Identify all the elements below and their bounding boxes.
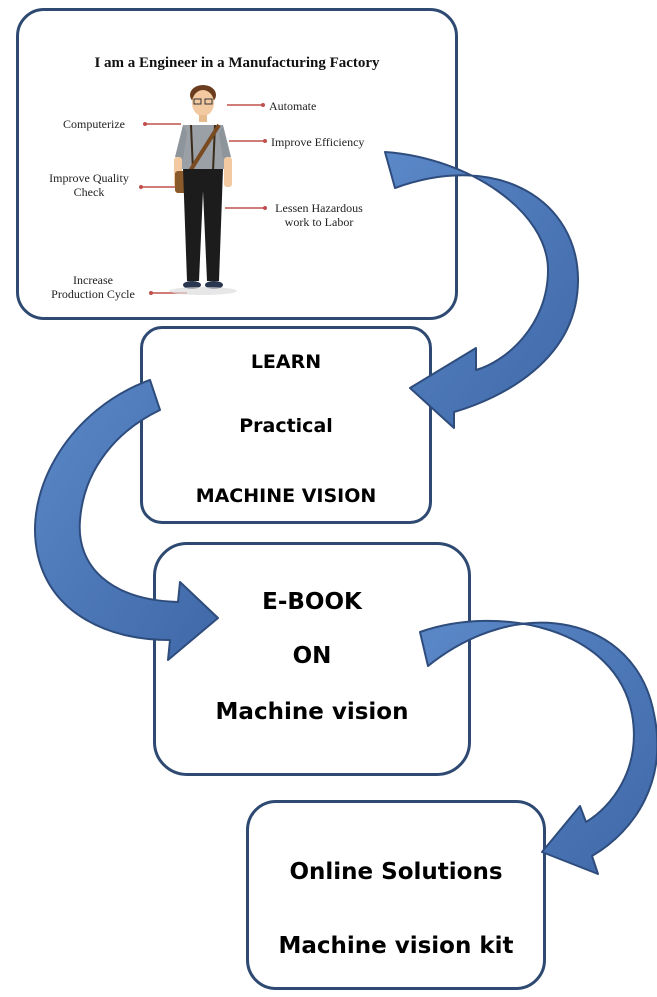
engineer-person [169,85,237,295]
label-improve-quality-line2: Check [73,185,105,199]
ebook-line1: E-BOOK [262,589,362,615]
learn-line1: LEARN [250,351,322,373]
label-increase-line1: Increase [73,273,113,287]
learn-step-box: LEARN Practical MACHINE VISION [140,326,432,524]
label-increase-production: Increase Production Cycle [35,273,151,301]
label-lessen-hazardous: Lessen Hazardous work to Labor [267,201,371,229]
label-computerize: Computerize [63,117,125,131]
label-improve-quality: Improve Quality Check [35,171,143,199]
label-connectors [139,103,267,295]
label-lessen-line2: work to Labor [284,215,354,229]
label-improve-quality-line1: Improve Quality [49,171,129,185]
ebook-line3: Machine vision [215,699,409,725]
online-line2: Machine vision kit [278,933,514,959]
label-lessen-line1: Lessen Hazardous [275,201,363,215]
engineer-figure [139,85,267,295]
learn-line3: MACHINE VISION [195,485,377,507]
arrow-learn-to-ebook [34,379,219,661]
learn-line2: Practical [239,415,333,437]
label-automate: Automate [269,99,317,113]
label-improve-efficiency: Improve Efficiency [271,135,365,149]
infographic-title: I am a Engineer in a Manufacturing Facto… [94,55,380,71]
online-step-box: Online Solutions Machine vision kit [246,800,546,990]
arrow-ebook-to-online [419,619,657,875]
label-increase-line2: Production Cycle [51,287,135,301]
ebook-line2: ON [292,643,332,669]
infographic-box: I am a Engineer in a Manufacturing Facto… [16,8,458,320]
arrow-infographic-to-learn [384,151,579,429]
online-line1: Online Solutions [289,859,503,885]
ebook-step-box: E-BOOK ON Machine vision [153,542,471,776]
